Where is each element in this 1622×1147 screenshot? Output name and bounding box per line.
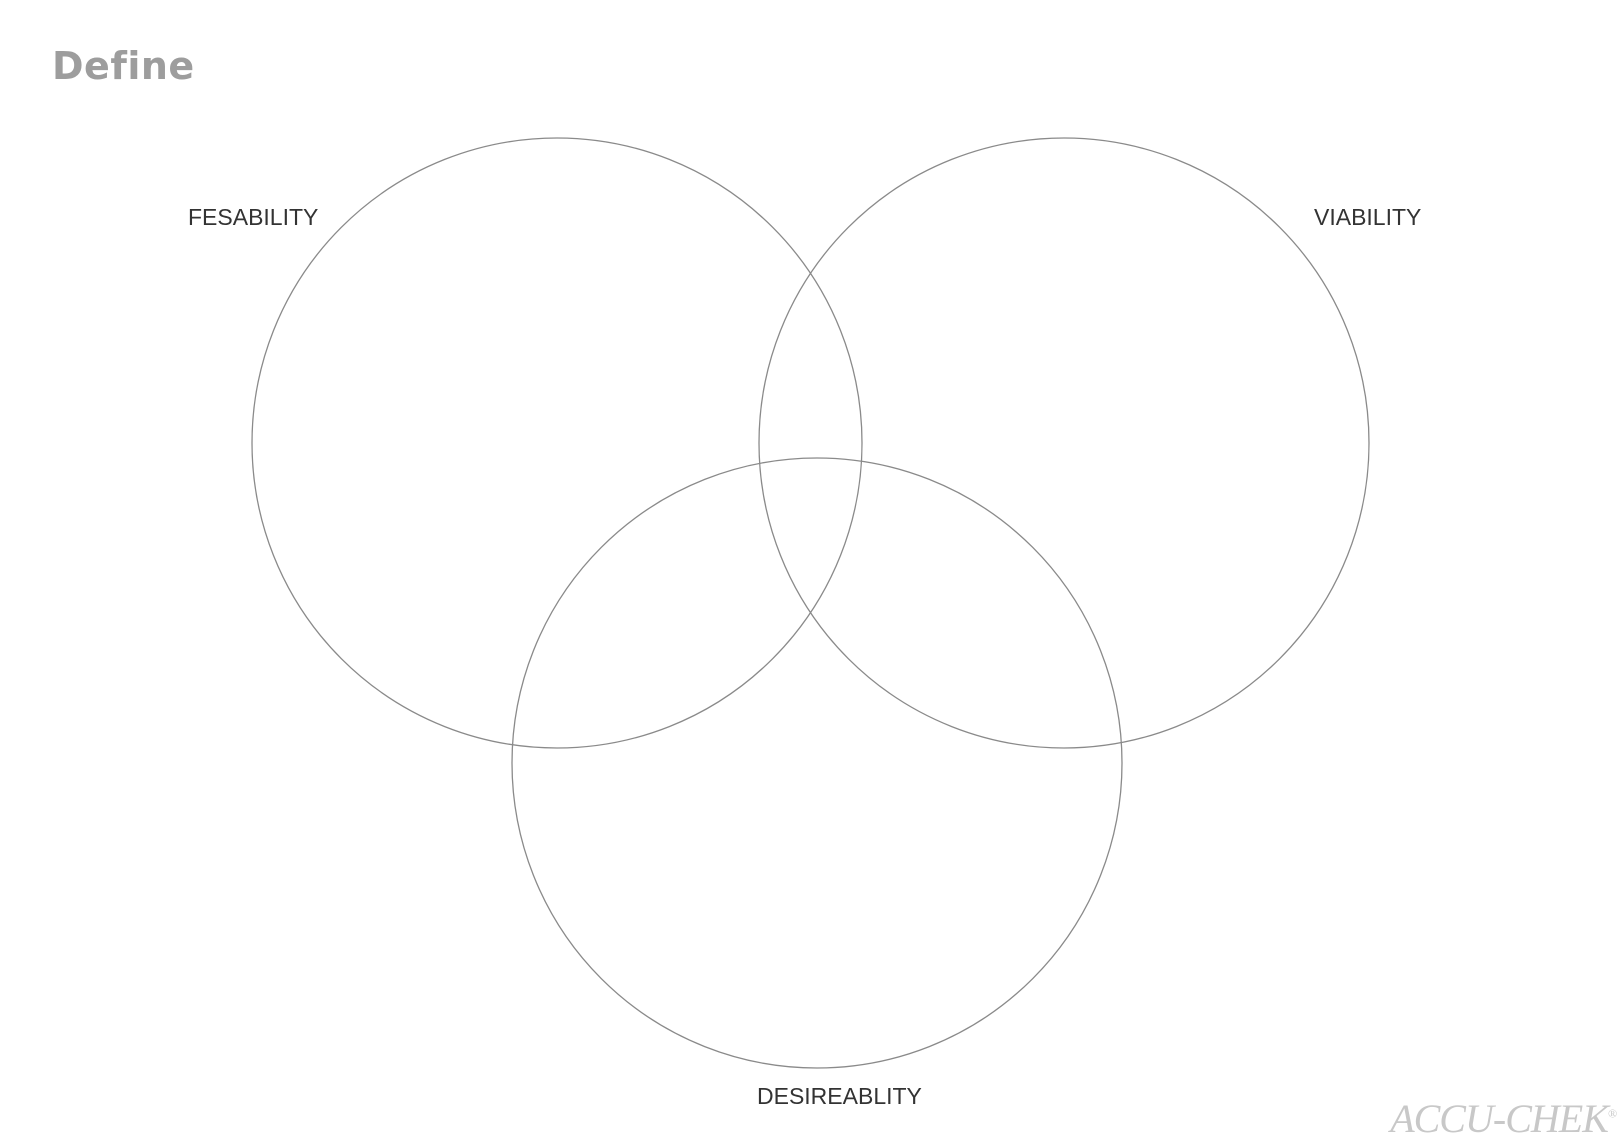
desirability-label: DESIREABLITY [757, 1083, 922, 1109]
accu-chek-logo: ACCU-CHEK® [1390, 1095, 1617, 1142]
feasibility-label: FESABILITY [188, 204, 319, 230]
page-title: Define [52, 44, 195, 88]
desirability-circle [511, 457, 1123, 1069]
registered-mark: ® [1607, 1106, 1617, 1121]
viability-label: VIABILITY [1314, 204, 1422, 230]
viability-circle [758, 137, 1370, 749]
logo-wordmark: ACCU-CHEK [1390, 1096, 1609, 1141]
feasibility-circle [251, 137, 863, 749]
